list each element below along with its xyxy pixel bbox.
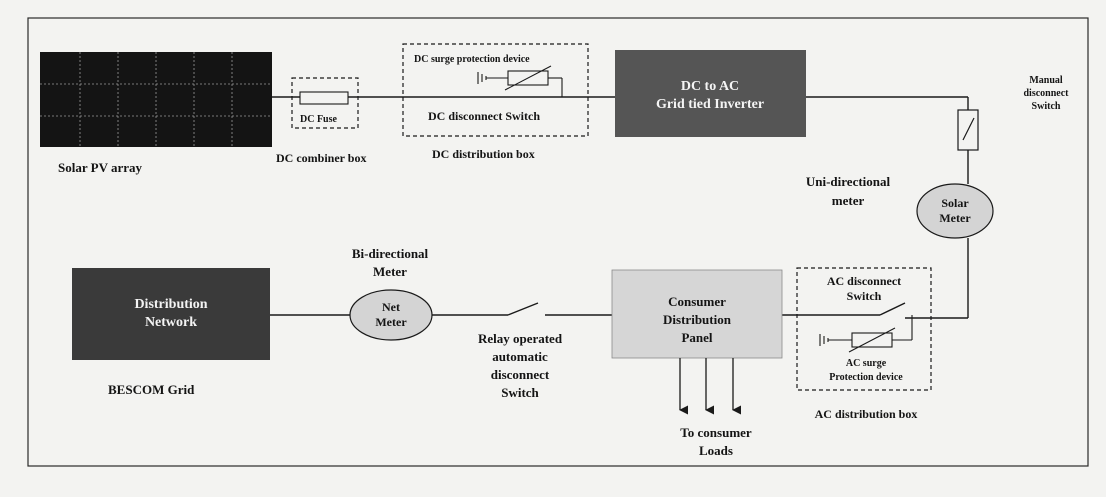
uni-meter-label-line2: meter [832,193,865,208]
dc-surge-protection-label: DC surge protection device [414,54,530,65]
bi-meter-label-line1: Bi-directional [352,246,429,261]
grid-tied-inverter: DC to AC Grid tied Inverter [615,50,806,137]
consumer-panel-label-line2: Distribution [663,312,732,327]
inverter-label-line2: Grid tied Inverter [656,97,764,112]
distribution-network: Distribution Network [72,268,270,360]
ac-ground-icon [819,334,829,346]
dist-network-label-line2: Network [145,315,197,330]
manual-disconnect-switch [957,109,979,151]
inverter-label-line1: DC to AC [681,79,739,94]
relay-label-line1: Relay operated [478,331,563,346]
ac-surge-label-line1: AC surge [846,358,887,369]
manual-switch-label-line3: Switch [1032,101,1061,112]
solar-meter-label-line1: Solar [941,196,969,210]
uni-meter-label-line1: Uni-directional [806,174,891,189]
net-meter: Net Meter [349,289,433,341]
dc-distribution-box-label: DC distribution box [432,147,535,161]
manual-switch-label-line1: Manual [1029,75,1063,86]
bescom-grid-label: BESCOM Grid [108,382,195,397]
solar-meter-label-line2: Meter [939,211,971,225]
solar-pv-array-label: Solar PV array [58,160,143,175]
dc-distribution-box: DC surge protection device DC disconnect… [402,43,589,137]
dc-combiner-box: DC Fuse [291,77,359,129]
relay-label-line2: automatic [492,349,548,364]
relay-switch-icon [507,302,539,316]
ac-distribution-box-label: AC distribution box [815,407,918,421]
relay-label-line3: disconnect [491,367,550,382]
relay-label-line4: Switch [501,385,539,400]
dc-fuse-label: DC Fuse [300,114,338,125]
dc-combiner-box-label: DC combiner box [276,151,366,165]
solar-panel-grid-icon [40,52,272,147]
open-switch-icon [962,117,975,141]
ac-disconnect-switch-icon [879,302,906,316]
net-meter-label-line2: Meter [375,315,407,329]
loads-label-line2: Loads [699,443,733,458]
net-meter-label-line1: Net [382,300,400,314]
ac-disconnect-label-line1: AC disconnect [827,274,901,288]
solar-pv-array [40,52,272,147]
ac-disconnect-label-line2: Switch [847,289,882,303]
consumer-distribution-panel: Consumer Distribution Panel [611,269,783,359]
manual-switch-label-line2: disconnect [1024,88,1070,99]
consumer-panel-label-line3: Panel [681,330,712,345]
ground-icon [477,72,487,84]
outer-frame [27,17,1089,467]
ac-surge-label-line2: Protection device [829,372,903,383]
solar-meter: Solar Meter [916,183,994,239]
dc-disconnect-switch-label: DC disconnect Switch [428,109,540,123]
dist-network-label-line1: Distribution [134,297,207,312]
loads-label-line1: To consumer [680,425,752,440]
fuse-symbol-icon [299,91,349,105]
bi-meter-label-line2: Meter [373,264,407,279]
consumer-panel-label-line1: Consumer [668,294,726,309]
ac-distribution-box: AC disconnect Switch AC surge Protection… [796,267,932,391]
